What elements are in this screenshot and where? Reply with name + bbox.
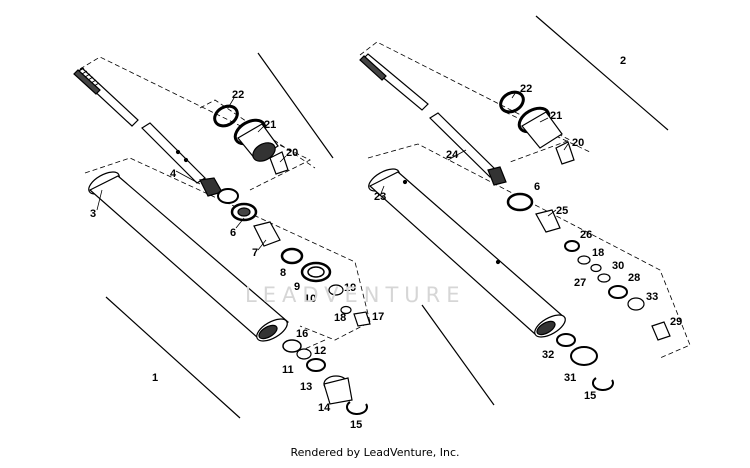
left-fork-tube xyxy=(73,67,223,197)
callout-28: 28 xyxy=(628,272,640,284)
callout-4: 4 xyxy=(170,168,177,180)
callout-12: 12 xyxy=(314,345,326,357)
left-cap-parts xyxy=(213,104,289,175)
right-fork-assembly xyxy=(359,53,671,392)
callout-20-left: 20 xyxy=(286,147,298,159)
group-brackets xyxy=(105,15,669,419)
callout-15-right: 15 xyxy=(584,390,596,402)
callout-9: 9 xyxy=(294,281,300,293)
right-fork-tube xyxy=(359,53,507,186)
callout-19: 19 xyxy=(344,282,356,294)
callout-6-right: 6 xyxy=(534,181,540,193)
callout-21-left: 21 xyxy=(264,119,276,131)
callout-13: 13 xyxy=(300,381,312,393)
left-fork-assembly xyxy=(73,67,371,416)
callout-23: 23 xyxy=(374,191,386,203)
right-internal-parts xyxy=(506,192,671,341)
right-cap-parts xyxy=(499,90,575,165)
callout-2: 2 xyxy=(620,55,626,67)
callout-6: 6 xyxy=(230,227,236,239)
callout-1: 1 xyxy=(152,372,158,384)
callout-22-left: 22 xyxy=(232,89,244,101)
callout-26: 26 xyxy=(580,229,592,241)
callout-labels: 1 2 3 4 6 7 8 9 10 11 12 13 14 15 16 17 … xyxy=(90,55,682,431)
leader-lines xyxy=(96,91,569,251)
watermark-text: LEADVENTURE xyxy=(245,283,466,307)
callout-16: 16 xyxy=(296,328,308,340)
right-outer-slider xyxy=(368,168,567,338)
callout-11: 11 xyxy=(282,364,294,376)
dashed-outlines xyxy=(79,41,691,359)
right-bottom-parts xyxy=(556,333,614,392)
callout-25: 25 xyxy=(556,205,568,217)
callout-15-left: 15 xyxy=(350,419,362,431)
render-credit: Rendered by LeadVenture, Inc. xyxy=(290,446,460,459)
callout-10: 10 xyxy=(304,293,316,305)
callout-27: 27 xyxy=(574,277,586,289)
left-outer-slider xyxy=(88,171,290,342)
callout-20-right: 20 xyxy=(572,137,584,149)
callout-31: 31 xyxy=(564,372,576,384)
callout-7: 7 xyxy=(252,247,258,259)
callout-14: 14 xyxy=(318,402,331,414)
callout-3: 3 xyxy=(90,208,96,220)
callout-18-left: 18 xyxy=(334,312,346,324)
callout-21-right: 21 xyxy=(550,110,562,122)
callout-8: 8 xyxy=(280,267,286,279)
callout-33: 33 xyxy=(646,291,658,303)
callout-24: 24 xyxy=(446,149,459,161)
callout-30: 30 xyxy=(612,260,624,272)
callout-18-right: 18 xyxy=(592,247,604,259)
left-bottom-parts xyxy=(282,339,368,416)
left-internal-parts xyxy=(217,188,371,327)
callout-17: 17 xyxy=(372,311,384,323)
callout-29: 29 xyxy=(670,316,682,328)
callout-22-right: 22 xyxy=(520,83,532,95)
callout-32: 32 xyxy=(542,349,554,361)
